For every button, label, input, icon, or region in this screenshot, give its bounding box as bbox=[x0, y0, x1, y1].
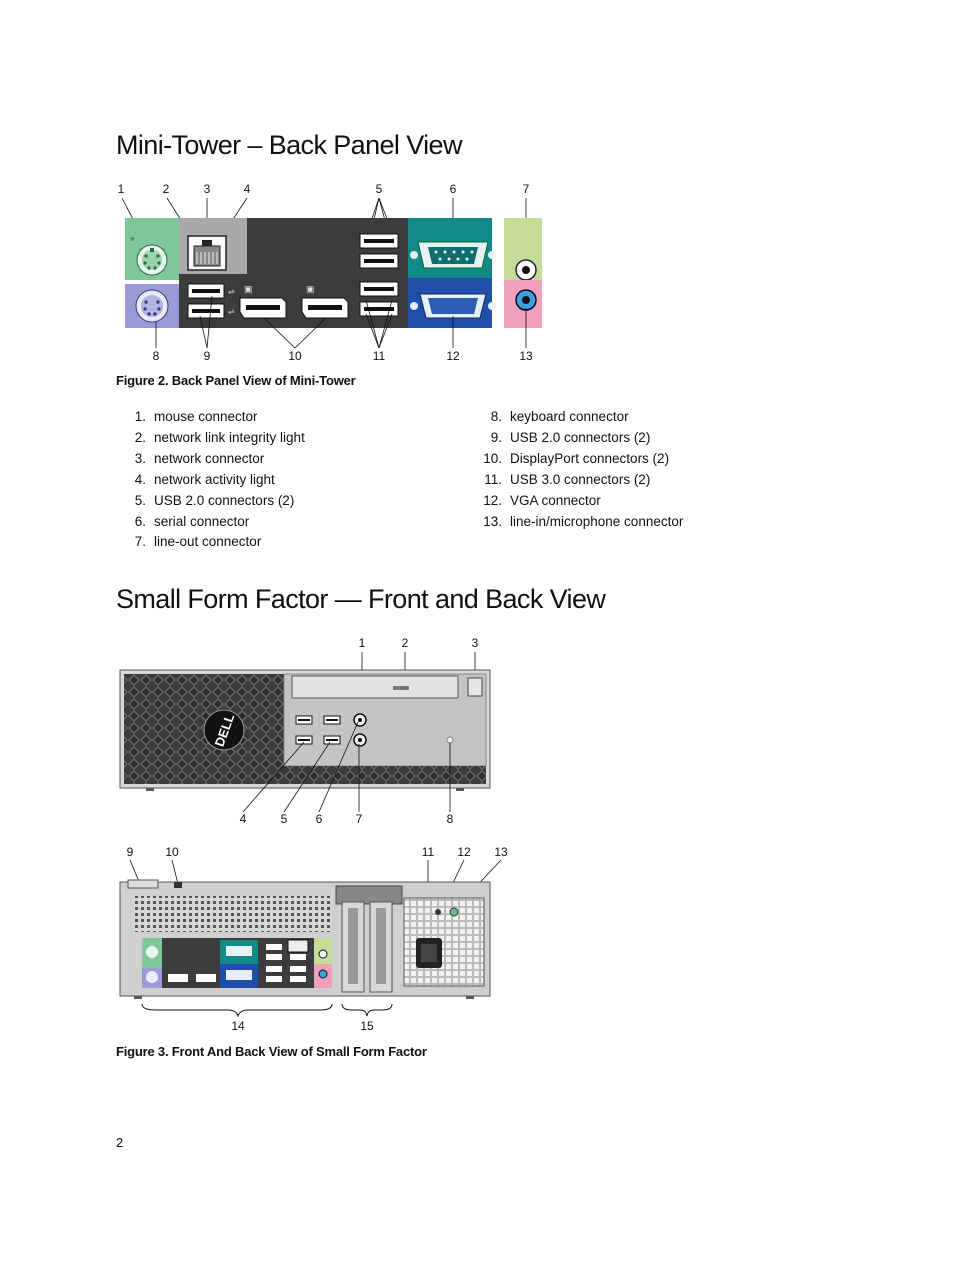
figure-3-caption: Figure 3. Front And Back View of Small F… bbox=[116, 1044, 427, 1059]
callout-9: 9 bbox=[203, 349, 211, 363]
callout-14: 14 bbox=[231, 1019, 245, 1033]
callout-1: 1 bbox=[358, 636, 366, 650]
sff-front-view-image: DELL bbox=[119, 652, 491, 812]
callout-7: 7 bbox=[522, 182, 530, 196]
callout-13: 13 bbox=[494, 845, 508, 859]
callout-3: 3 bbox=[471, 636, 479, 650]
legend-item: 11.USB 3.0 connectors (2) bbox=[484, 472, 651, 487]
callout-4: 4 bbox=[243, 182, 251, 196]
callout-5: 5 bbox=[375, 182, 383, 196]
figure-2-caption: Figure 2. Back Panel View of Mini-Tower bbox=[116, 373, 356, 388]
legend-item: 5.USB 2.0 connectors (2) bbox=[134, 493, 295, 508]
callout-7: 7 bbox=[355, 812, 363, 826]
legend-item: 12.VGA connector bbox=[483, 493, 601, 508]
callout-6: 6 bbox=[449, 182, 457, 196]
section-title-mini-tower: Mini-Tower – Back Panel View bbox=[116, 130, 462, 160]
callout-12: 12 bbox=[457, 845, 471, 859]
callout-9: 9 bbox=[126, 845, 134, 859]
callout-2: 2 bbox=[162, 182, 170, 196]
mini-tower-back-panel-image: ⌖ ⇌ ⇌ ▣ ▣ bbox=[121, 197, 542, 348]
legend-item: 9.USB 2.0 connectors (2) bbox=[490, 430, 651, 445]
legend-item: 8.keyboard connector bbox=[490, 409, 629, 424]
legend-item: 3.network connector bbox=[134, 451, 265, 466]
callout-3: 3 bbox=[203, 182, 211, 196]
legend-item: 7.line-out connector bbox=[134, 534, 262, 549]
svg-text:▣: ▣ bbox=[244, 284, 253, 294]
svg-text:⇌: ⇌ bbox=[228, 287, 235, 296]
section-title-small-form-factor: Small Form Factor — Front and Back View bbox=[116, 584, 606, 614]
svg-text:▣: ▣ bbox=[306, 284, 315, 294]
callout-11: 11 bbox=[421, 845, 435, 859]
legend-item: 10.DisplayPort connectors (2) bbox=[483, 451, 670, 466]
callout-15: 15 bbox=[360, 1019, 374, 1033]
callout-2: 2 bbox=[401, 636, 409, 650]
svg-text:⇌: ⇌ bbox=[228, 307, 235, 316]
callout-6: 6 bbox=[315, 812, 323, 826]
callout-11: 11 bbox=[372, 349, 386, 363]
legend-item: 2.network link integrity light bbox=[134, 430, 305, 445]
callout-13: 13 bbox=[519, 349, 533, 363]
callout-10: 10 bbox=[165, 845, 179, 859]
sff-back-view-image bbox=[119, 859, 502, 1018]
svg-text:⌖: ⌖ bbox=[130, 234, 135, 244]
callout-5: 5 bbox=[280, 812, 288, 826]
callout-1: 1 bbox=[117, 182, 125, 196]
callout-8: 8 bbox=[446, 812, 454, 826]
legend-item: 4.network activity light bbox=[134, 472, 275, 487]
legend-item: 1.mouse connector bbox=[134, 409, 258, 424]
callout-12: 12 bbox=[446, 349, 460, 363]
callout-4: 4 bbox=[239, 812, 247, 826]
legend-item: 6.serial connector bbox=[134, 514, 250, 529]
page-number: 2 bbox=[116, 1135, 124, 1150]
legend-item: 13.line-in/microphone connector bbox=[483, 514, 684, 529]
callout-8: 8 bbox=[152, 349, 160, 363]
callout-10: 10 bbox=[288, 349, 302, 363]
